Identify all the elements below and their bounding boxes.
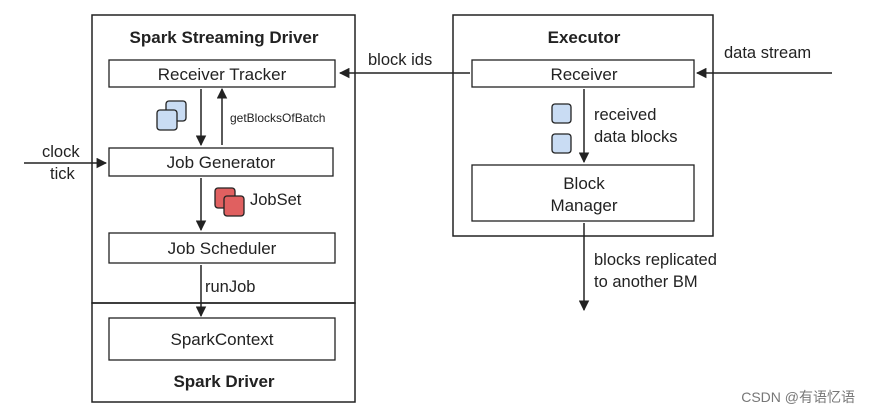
spark-streaming-driver-title: Spark Streaming Driver	[130, 28, 319, 47]
receiver-tracker-box	[108, 59, 336, 88]
blocks-replicated-line2: to another BM	[594, 273, 698, 291]
data-stream-label: data stream	[724, 44, 811, 62]
block-ids-label: block ids	[368, 51, 432, 69]
blocks-replicated-line1: blocks replicated	[594, 251, 717, 269]
executor-receiver-box	[471, 59, 695, 88]
jobset-label: JobSet	[250, 191, 302, 209]
job-generator-label: Job Generator	[167, 153, 276, 172]
data-blocks-icon	[156, 100, 187, 131]
job-scheduler-label: Job Scheduler	[168, 239, 277, 258]
get-blocks-of-batch-label: getBlocksOfBatch	[230, 111, 325, 125]
clock-label: clock	[42, 143, 80, 161]
spark-driver-title: Spark Driver	[173, 372, 274, 391]
watermark: CSDN @有语忆语	[741, 389, 855, 405]
job-generator-box	[108, 147, 334, 177]
jobset-icon	[214, 187, 245, 217]
received-label-line2: data blocks	[594, 128, 677, 146]
spark-context-box	[108, 317, 336, 361]
block-manager-label-line1: Block	[563, 174, 605, 193]
received-label-line1: received	[594, 106, 656, 124]
run-job-label: runJob	[205, 278, 255, 296]
tick-label: tick	[50, 165, 76, 183]
executor-receiver-label: Receiver	[550, 65, 617, 84]
job-scheduler-box	[108, 232, 336, 264]
block-manager-label-line2: Manager	[550, 196, 617, 215]
received-data-blocks-icon	[551, 103, 572, 154]
block-manager-box	[471, 164, 695, 222]
executor-box	[452, 14, 714, 237]
spark-driver-box	[91, 302, 356, 403]
executor-title: Executor	[548, 28, 621, 47]
spark-context-label: SparkContext	[171, 330, 274, 349]
receiver-tracker-label: Receiver Tracker	[158, 65, 287, 84]
